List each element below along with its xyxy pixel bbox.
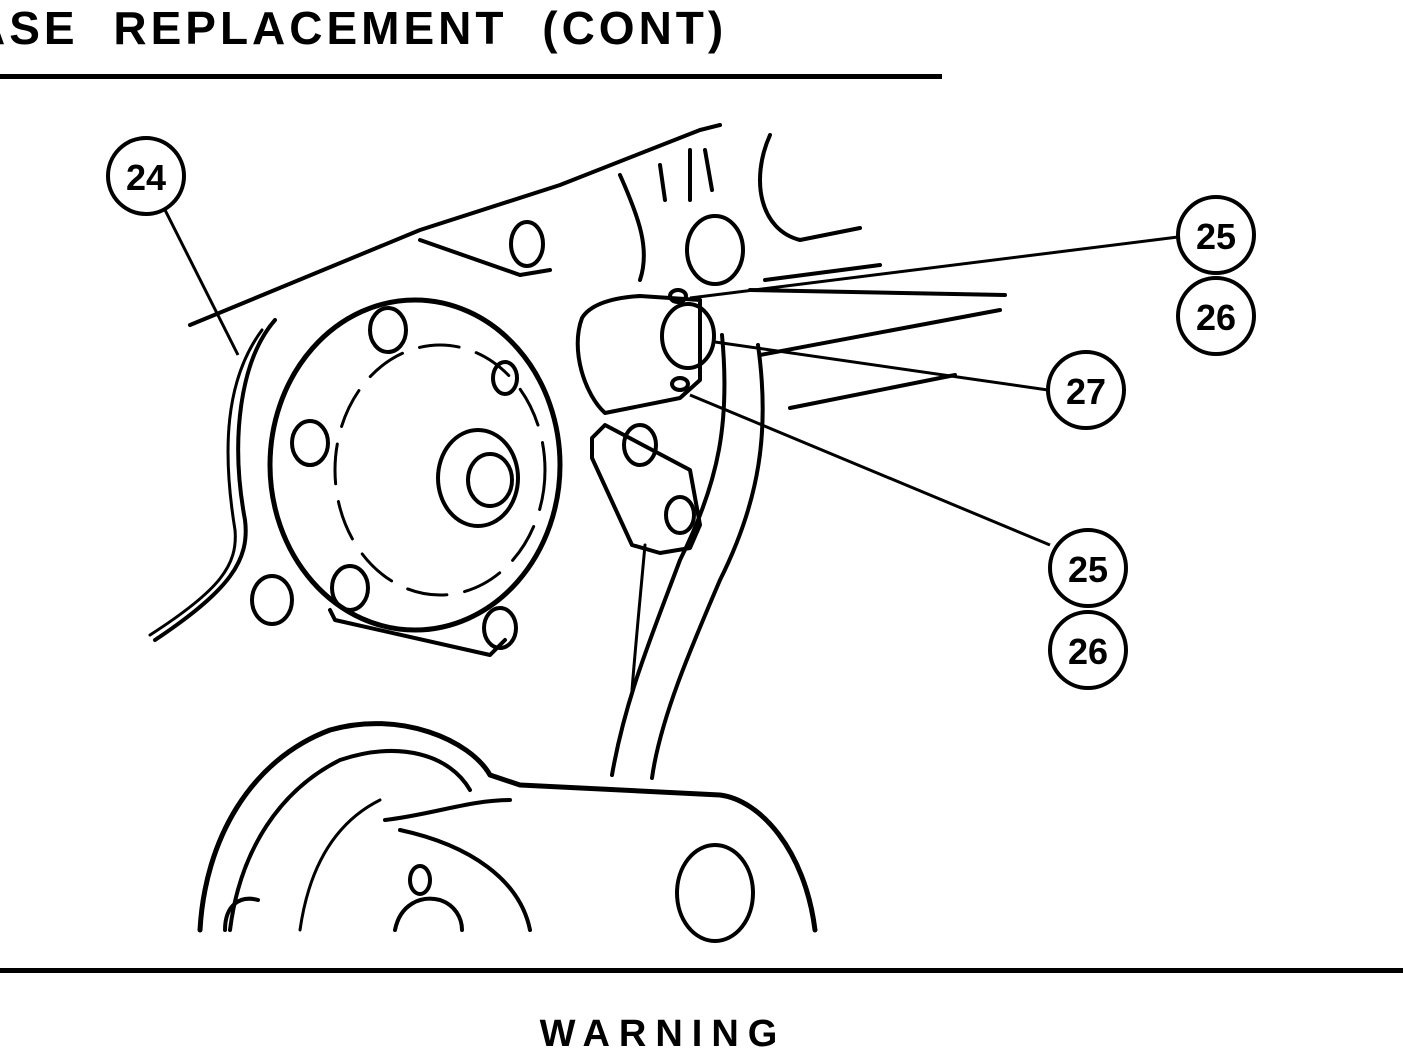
washer-upper: [668, 288, 688, 304]
pump-shaft-boss: [436, 428, 520, 528]
leader-27: [714, 340, 1049, 392]
bolt-head-27: [660, 302, 716, 370]
housing-left-curve: [153, 318, 277, 642]
pump-cover-plate: [267, 297, 563, 633]
lower-port: [675, 843, 755, 943]
washer-lower: [670, 376, 690, 392]
warning-heading: WARNING: [539, 1013, 787, 1055]
heading-rule: [0, 74, 942, 79]
callout-25-lower: 25: [1048, 528, 1128, 608]
housing-top-edge: [188, 123, 722, 327]
lower-housing: [197, 721, 818, 933]
tube-inner: [630, 543, 647, 692]
bolt-block: [575, 294, 702, 415]
callout-26-lower: 26: [1048, 610, 1128, 690]
lower-bolt-left: [223, 896, 260, 932]
cover-bolt: [330, 564, 370, 612]
section-divider: [0, 968, 1403, 973]
lower-housing-edge: [383, 798, 532, 932]
housing-right-edge: [763, 263, 882, 282]
cover-bolt: [290, 419, 330, 467]
callout-24: 24: [106, 136, 186, 216]
housing-bolt: [491, 360, 519, 396]
pipe-upper: [748, 288, 1007, 297]
housing-left-curve-2: [148, 328, 264, 637]
fitting-nut: [685, 214, 745, 286]
housing-bolt: [509, 220, 545, 268]
callout-27: 27: [1046, 350, 1126, 430]
lower-bolt: [408, 864, 432, 896]
pump-shaft-nut: [466, 452, 514, 508]
callout-label: 26: [1068, 631, 1108, 672]
bracket-bolt: [664, 495, 696, 535]
tube-right: [650, 343, 765, 780]
lower-housing-inner: [228, 749, 472, 932]
fitting-top: [618, 148, 714, 282]
parts-illustration: 24 25 26 27 25 26: [106, 123, 1256, 943]
callout-label: 26: [1196, 297, 1236, 338]
cover-bracket: [328, 608, 507, 657]
lower-housing-arc: [298, 798, 382, 932]
cover-bolt: [250, 574, 294, 626]
callout-label: 27: [1066, 371, 1106, 412]
callout-26-upper: 26: [1176, 276, 1256, 356]
pipe-lower: [788, 373, 957, 410]
bracket-bolt: [622, 423, 658, 467]
housing-right-curve: [758, 133, 862, 242]
pipe-upper-2: [758, 308, 1002, 357]
leader-24: [158, 199, 240, 356]
callout-label: 25: [1068, 549, 1108, 590]
page-heading: ASE REPLACEMENT (CONT): [0, 2, 728, 54]
pump-cover-inner: [333, 343, 547, 597]
leader-25-lower: [689, 393, 1051, 547]
lower-bracket: [590, 423, 702, 555]
callout-label: 25: [1196, 216, 1236, 257]
leader-25-upper: [689, 235, 1179, 300]
callout-25-upper: 25: [1176, 195, 1256, 275]
callout-label: 24: [126, 157, 166, 198]
housing-inner-edge: [418, 238, 552, 277]
cover-bolt: [368, 306, 408, 354]
lower-hub: [393, 896, 464, 932]
cover-bolt: [482, 606, 518, 650]
